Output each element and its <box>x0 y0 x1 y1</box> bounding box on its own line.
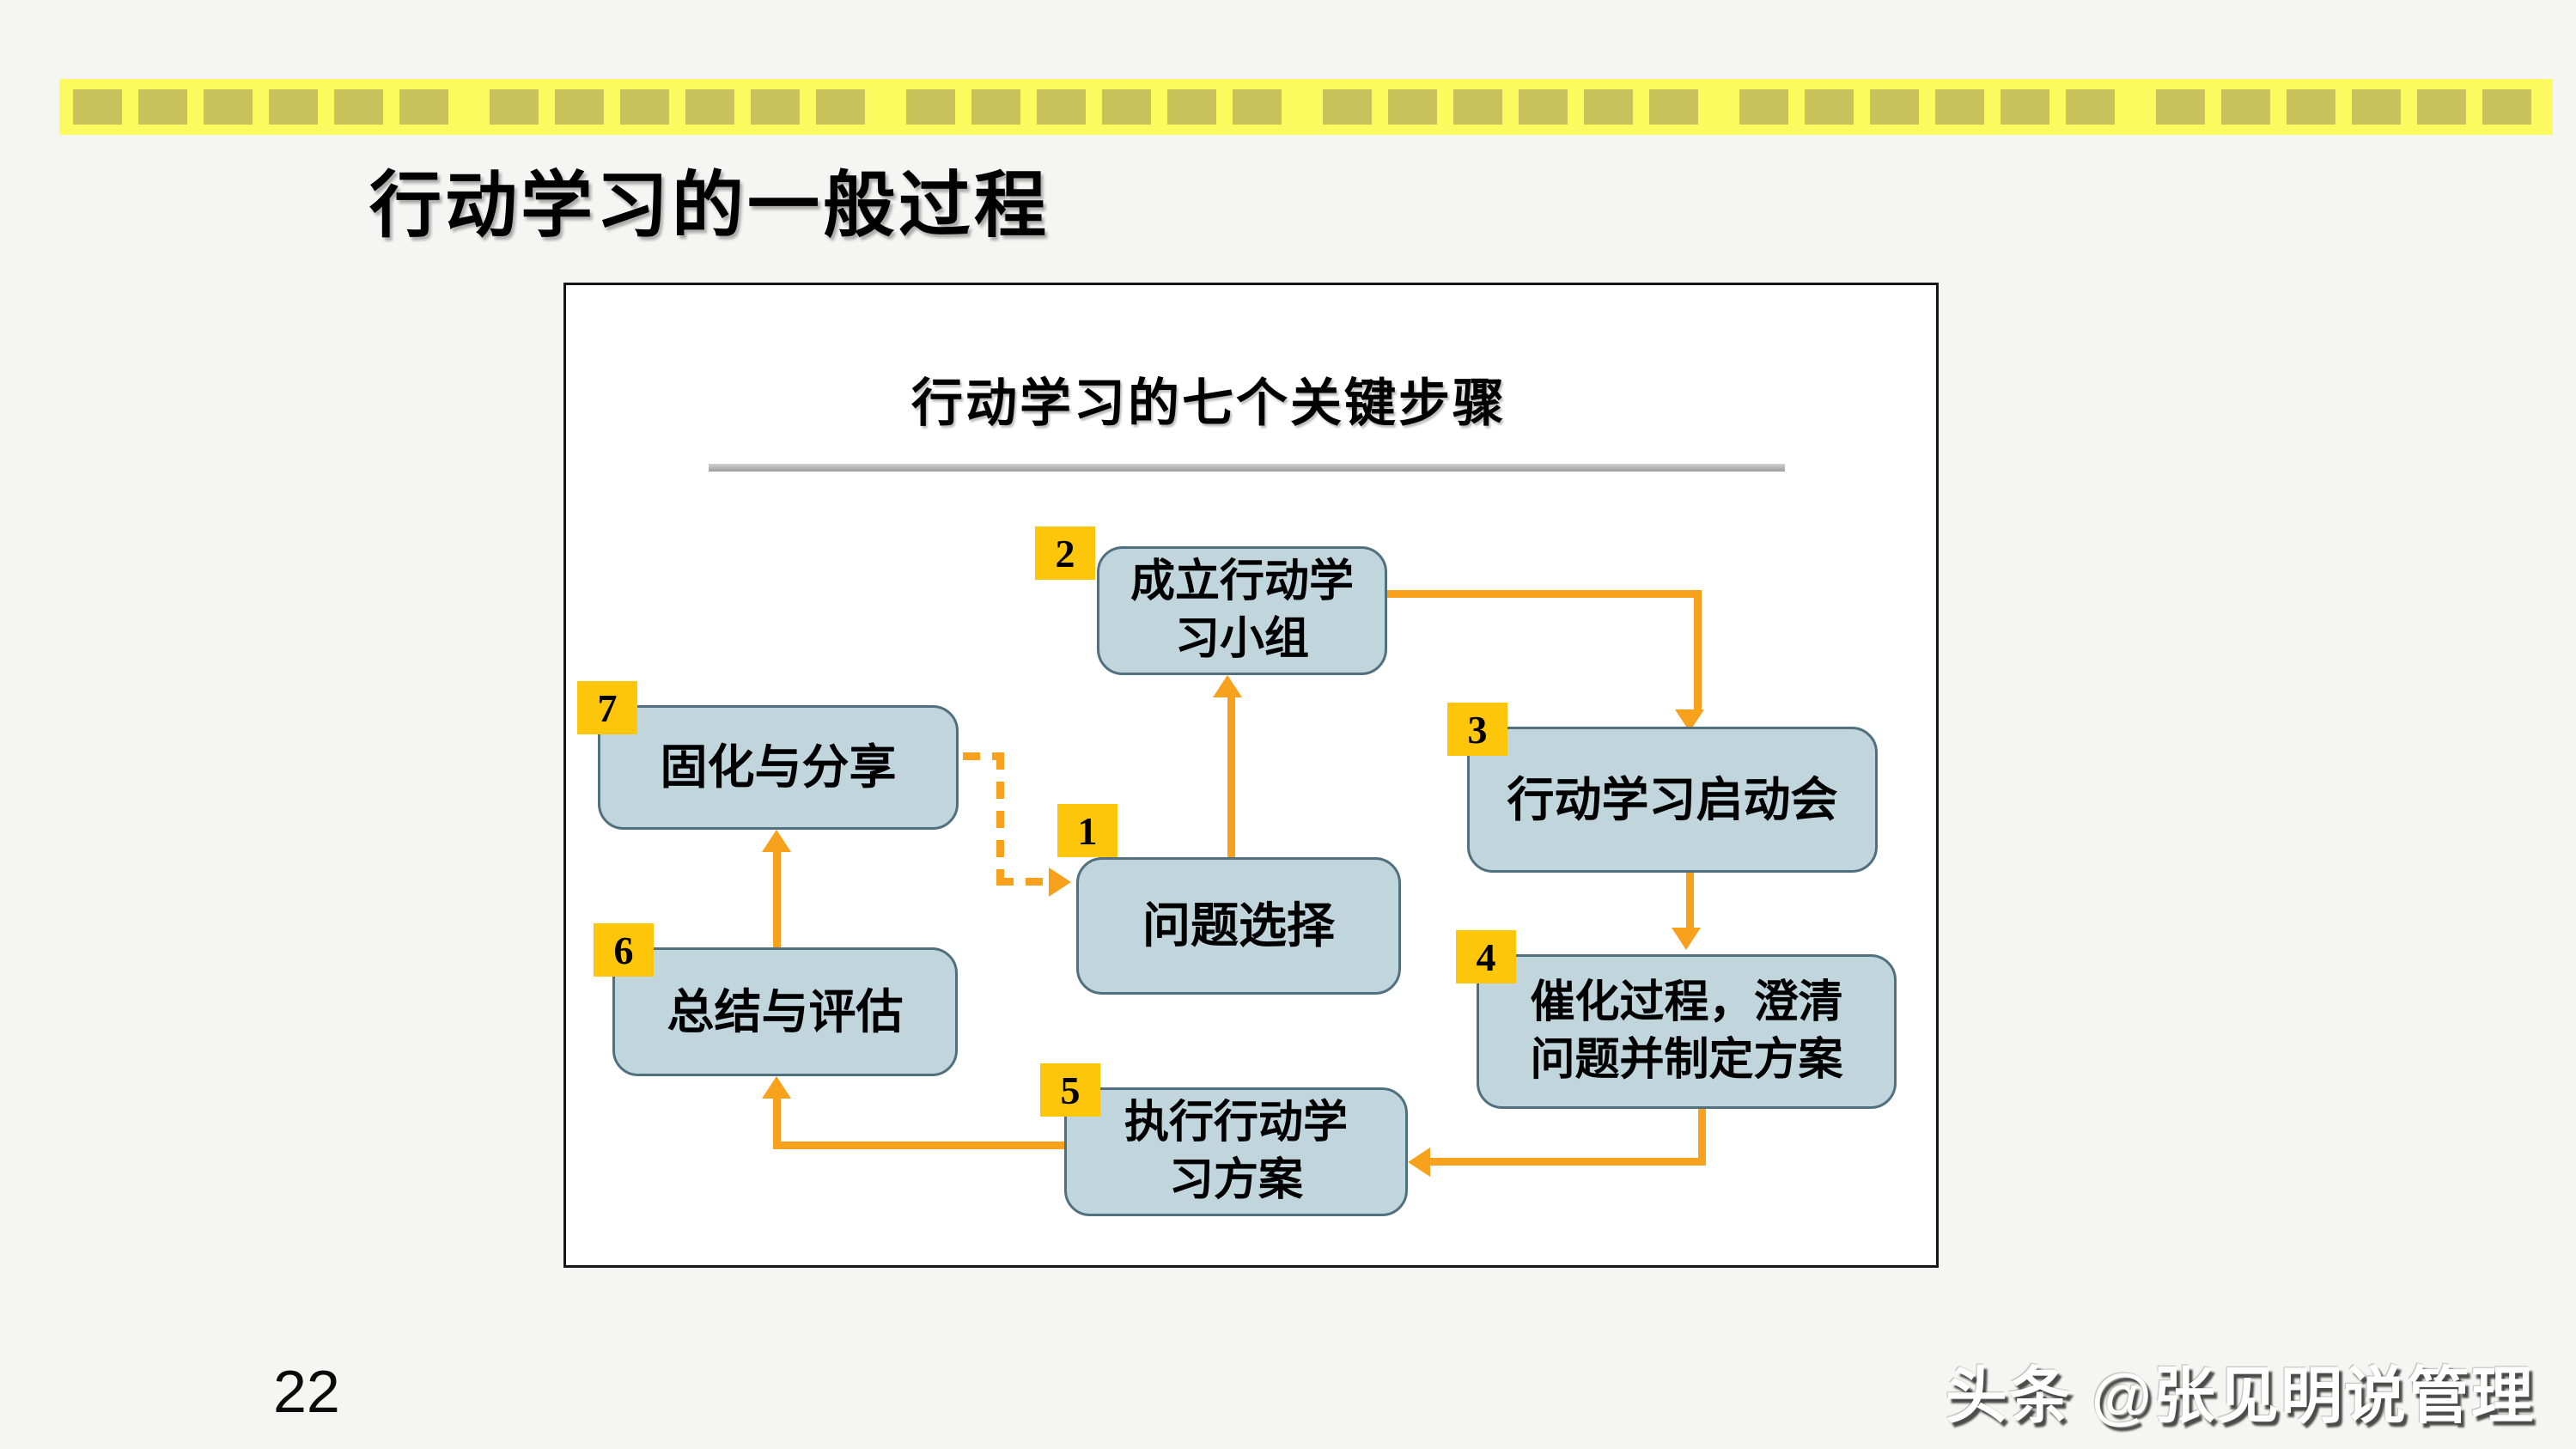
step-box-5-execute-plan: 执行行动学 习方案 <box>1064 1087 1408 1216</box>
step-box-3-kickoff-meeting: 行动学习启动会 <box>1467 727 1878 873</box>
dashed-arrow-7-to-1-head-icon <box>1049 868 1071 897</box>
step-box-1-problem-selection: 问题选择 <box>1076 857 1401 995</box>
arrow-5-to-6-vertical <box>773 1095 781 1149</box>
step-badge-5: 5 <box>1040 1063 1100 1117</box>
dashed-arrow-7-to-1-vertical <box>996 752 1004 886</box>
arrow-5-to-6-head-icon <box>762 1076 791 1099</box>
dashed-arrow-7-to-1-bottom <box>996 878 1048 886</box>
arrow-6-to-7-head-icon <box>762 830 791 852</box>
page-number: 22 <box>273 1358 340 1425</box>
step-label: 催化过程，澄清 问题并制定方案 <box>1530 977 1843 1085</box>
watermark: 头条 @张见明说管理 <box>1945 1362 2535 1431</box>
step-box-6-summary-evaluation: 总结与评估 <box>612 947 958 1076</box>
arrow-1-to-2-head-icon <box>1213 675 1242 697</box>
step-badge-4: 4 <box>1456 930 1516 983</box>
dashed-arrow-7-to-1-top <box>963 752 1004 760</box>
step-label: 问题选择 <box>1142 898 1335 953</box>
step-box-2-form-learning-group: 成立行动学 习小组 <box>1097 546 1387 675</box>
step-label: 行动学习启动会 <box>1507 772 1838 826</box>
step-badge-2: 2 <box>1035 527 1095 580</box>
step-box-4-facilitate-clarify-plan: 催化过程，澄清 问题并制定方案 <box>1477 954 1897 1109</box>
step-box-7-consolidate-share: 固化与分享 <box>598 705 959 830</box>
arrow-4-to-5-head-icon <box>1408 1148 1430 1177</box>
arrow-2-to-3-horizontal <box>1387 590 1702 598</box>
arrow-4-to-5-vertical <box>1698 1109 1706 1161</box>
step-badge-3: 3 <box>1447 703 1507 756</box>
arrow-6-to-7 <box>773 849 781 947</box>
step-badge-1: 1 <box>1057 804 1117 857</box>
arrow-2-to-3-vertical <box>1694 590 1702 714</box>
arrow-5-to-6-horizontal <box>776 1142 1064 1149</box>
arrow-1-to-2 <box>1227 694 1235 857</box>
step-label: 总结与评估 <box>667 984 904 1038</box>
step-label: 成立行动学 习小组 <box>1130 557 1354 664</box>
top-band-squares <box>59 79 2553 135</box>
arrow-3-to-4 <box>1686 873 1694 929</box>
diagram-title: 行动学习的七个关键步骤 <box>911 375 1507 432</box>
arrow-3-to-4-head-icon <box>1672 928 1701 950</box>
arrow-4-to-5-horizontal <box>1428 1158 1706 1166</box>
step-label: 执行行动学 习方案 <box>1124 1098 1348 1205</box>
step-label: 固化与分享 <box>660 740 897 795</box>
step-badge-6: 6 <box>594 923 654 977</box>
title-divider <box>709 464 1785 472</box>
step-badge-7: 7 <box>577 681 637 734</box>
diagram-frame: 行动学习的七个关键步骤 问题选择 成立行动学 习小组 <box>563 283 1939 1268</box>
slide-title: 行动学习的一般过程 <box>369 165 1050 246</box>
